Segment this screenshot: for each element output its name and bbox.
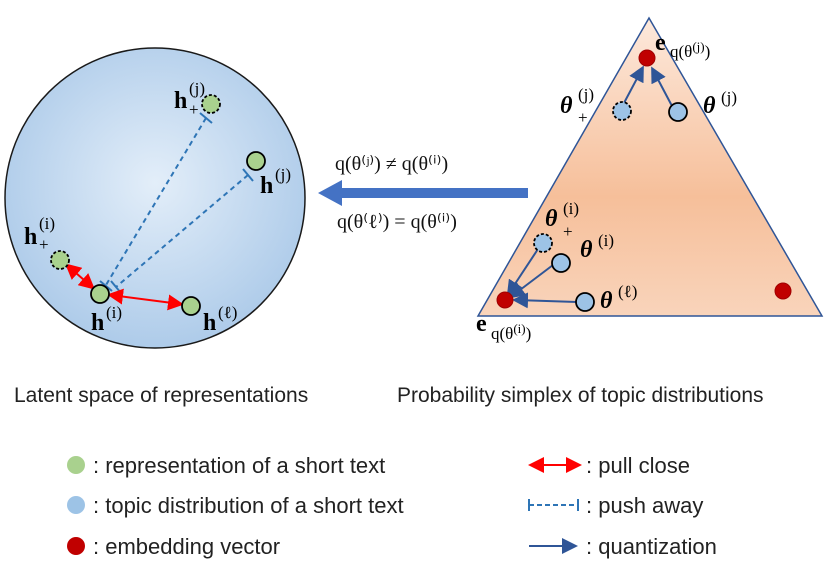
legend-push-text: : push away: [586, 493, 703, 518]
label-theta-pos-i-sup: (i): [563, 199, 579, 218]
quant-arrow-theta-j: [651, 66, 673, 107]
legend-pull-text: : pull close: [586, 453, 690, 478]
label-e-bottom: e: [476, 311, 487, 337]
label-theta-pos-i-sub: +: [563, 222, 573, 241]
quant-arrow-theta-pos-j: [623, 65, 644, 104]
legend-quant-text: : quantization: [586, 534, 717, 559]
label-theta-l-sup: (ℓ): [618, 282, 637, 301]
latent-space-caption: Latent space of representations: [14, 384, 308, 407]
label-h-i: h: [91, 310, 104, 336]
label-h-pos-i: h: [24, 224, 37, 250]
node-theta-j: [668, 102, 688, 122]
embedding-top: [638, 49, 656, 67]
embedding-right: [774, 282, 792, 300]
label-theta-j: θ: [703, 93, 716, 119]
simplex-caption: Probability simplex of topic distributio…: [397, 384, 764, 407]
equality-formula: q(θ⁽ℓ⁾) = q(θ⁽ⁱ⁾): [337, 211, 457, 233]
label-theta-pos-j-sup: (j): [578, 85, 594, 104]
quant-arrow-theta-l: [512, 292, 578, 309]
label-theta-pos-j: θ: [560, 93, 573, 119]
label-e-bottom-sub: q(θ(i)): [491, 321, 531, 343]
inequality-formula: q(θ⁽ʲ⁾) ≠ q(θ⁽ⁱ⁾): [335, 153, 448, 175]
pull-arrow-h-l: [107, 288, 184, 311]
legend-green-dot: [67, 456, 85, 474]
label-h-pos-i-sup: (i): [39, 214, 55, 233]
node-h-pos-i: [50, 250, 70, 270]
label-h-j-sup: (j): [275, 165, 291, 184]
label-h-j: h: [260, 173, 273, 199]
label-theta-pos-j-sub: +: [578, 108, 588, 127]
label-e-top-sub: q(θ(j)): [670, 39, 710, 61]
quant-arrow-theta-i: [508, 264, 554, 299]
node-theta-l: [575, 292, 595, 312]
label-theta-i-sup: (i): [598, 231, 614, 250]
embedding-bottom: [496, 291, 514, 309]
simplex-panel: e q(θ(j)) θ (j) + θ (j) θ (i) + θ (i) θ …: [397, 16, 824, 407]
push-cap: [199, 112, 213, 124]
legend-green-text: : representation of a short text: [93, 453, 385, 478]
legend-red-text: : embedding vector: [93, 534, 280, 559]
node-h-l: [181, 296, 201, 316]
legend-blue-text: : topic distribution of a short text: [93, 493, 404, 518]
label-theta-j-sup: (j): [721, 88, 737, 107]
legend-red-dot: [67, 537, 85, 555]
node-h-j: [246, 151, 266, 171]
label-h-pos-j: h: [174, 88, 187, 114]
simplex-triangle: [476, 16, 824, 317]
label-h-l: h: [203, 310, 216, 336]
pull-arrow-hpos-i: [64, 263, 96, 290]
label-h-pos-i-sub: +: [39, 235, 49, 254]
label-h-pos-j-sub: +: [189, 100, 199, 119]
node-h-i: [90, 284, 110, 304]
label-h-pos-j-sup: (j): [189, 79, 205, 98]
label-h-l-sup: (ℓ): [218, 303, 237, 322]
mapping-panel: q(θ⁽ʲ⁾) ≠ q(θ⁽ⁱ⁾) q(θ⁽ℓ⁾) = q(θ⁽ⁱ⁾): [318, 153, 528, 233]
legend: : representation of a short text : topic…: [67, 453, 717, 559]
label-theta-pos-i: θ: [545, 206, 558, 232]
push-line-h-j: [115, 174, 249, 288]
push-line-hpos-j: [105, 117, 207, 286]
latent-space-panel: h (j) + h (j) h (i) + h (i) h (ℓ) Latent…: [4, 47, 308, 407]
label-e-top: e: [655, 30, 666, 56]
legend-blue-dot: [67, 496, 85, 514]
label-h-i-sup: (i): [106, 303, 122, 322]
node-theta-pos-i: [533, 233, 553, 253]
node-h-pos-j: [201, 94, 221, 114]
node-theta-pos-j: [612, 101, 632, 121]
node-theta-i: [551, 253, 571, 273]
push-cap: [242, 168, 254, 182]
big-mapping-arrow: [318, 180, 528, 206]
label-theta-i: θ: [580, 237, 593, 263]
label-theta-l: θ: [600, 288, 613, 314]
